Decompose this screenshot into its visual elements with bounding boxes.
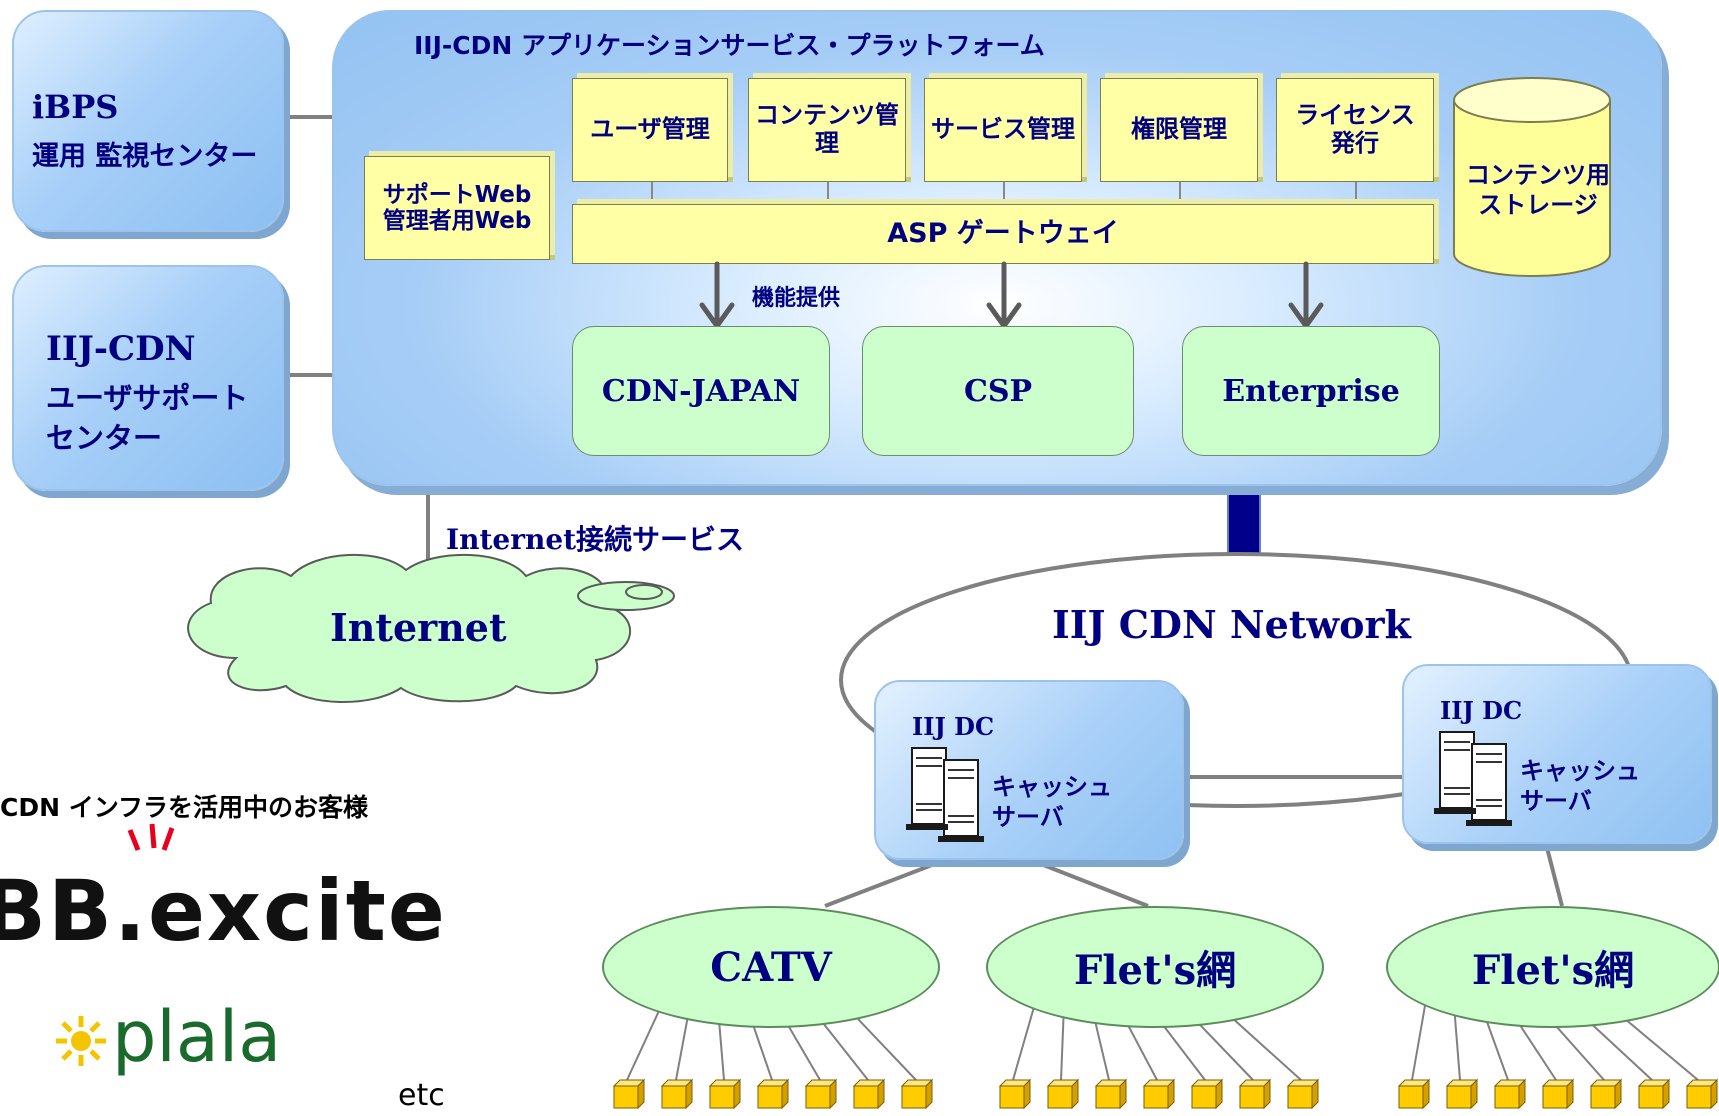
terminal-cube-icon [1190,1078,1224,1110]
support-line2: ユーザサポート [46,381,249,415]
terminal-cube-icon [1685,1078,1719,1110]
access-network-catv: CATV [602,906,940,1028]
dc-box-2: IIJ DC キャッシュ サーバ [1402,664,1712,844]
internet-label: Internet [330,605,507,650]
service-csp: CSP [862,326,1134,456]
server-icon [906,747,984,842]
support-line3: センター [46,421,163,455]
access-network-flets-1: Flet's網 [986,906,1324,1028]
ibps-subtitle: 運用 監視センター [32,141,258,172]
network-label: Flet's網 [1471,947,1635,994]
terminal-cube-icon [1142,1078,1176,1110]
storage-label: コンテンツ用 ストレージ [1466,161,1610,219]
dc-box-1: IIJ DC キャッシュ サーバ [874,680,1184,860]
terminal-cube-icon [900,1078,934,1110]
storage-cylinder [1453,77,1611,277]
module-label: ライセンス 発行 [1295,101,1415,157]
network-label: CATV [710,943,832,991]
module-label: サービス管理 [931,115,1075,144]
dc-title-1: IIJ DC [912,712,995,741]
module-permission-management: 権限管理 [1100,78,1258,182]
internet-cloud [187,554,675,703]
terminal-cube-icon [612,1078,646,1110]
support-title: IIJ-CDN [46,329,196,369]
bb-excite-wordmark: BB.excite [0,862,447,960]
support-web-box: サポートWeb 管理者用Web [364,156,550,260]
terminal-cube-icon [1238,1078,1272,1110]
network-label: Flet's網 [1073,947,1237,994]
module-license-issue: ライセンス 発行 [1276,78,1434,182]
terminal-cube-icon [1637,1078,1671,1110]
service-label: Enterprise [1222,373,1400,409]
gateway-label: ASP ゲートウェイ [887,218,1119,250]
support-web-label: サポートWeb 管理者用Web [382,181,532,234]
service-enterprise: Enterprise [1182,326,1440,456]
plala-logo: plala [50,996,310,1110]
terminal-cube-icon [998,1078,1032,1110]
cdn-network-label: IIJ CDN Network [1052,602,1411,647]
cache-server-label-2: キャッシュ サーバ [1520,757,1640,815]
plala-wordmark: plala [112,996,282,1078]
module-service-management: サービス管理 [924,78,1082,182]
asp-gateway-bar: ASP ゲートウェイ [572,204,1434,264]
service-label: CDN-JAPAN [601,373,801,409]
terminal-cube-icon [1046,1078,1080,1110]
module-label: コンテンツ管理 [755,101,899,157]
support-center-box: IIJ-CDN ユーザサポート センター [12,265,284,491]
etc-label: etc [398,1078,445,1113]
function-provide-label: 機能提供 [752,286,841,311]
module-user-management: ユーザ管理 [572,78,728,182]
internet-connection-label: Internet接続サービス [446,523,745,556]
platform-title: IIJ-CDN アプリケーションサービス・プラットフォーム [414,31,1045,60]
module-label: ユーザ管理 [590,115,710,144]
cache-server-label-1: キャッシュ サーバ [992,773,1112,831]
ibps-title: iBPS [32,88,119,126]
terminal-cube-icon [1493,1078,1527,1110]
terminal-cube-icon [1094,1078,1128,1110]
terminal-cube-icon [1589,1078,1623,1110]
terminal-cube-icon [708,1078,742,1110]
terminal-cube-icon [1445,1078,1479,1110]
bb-excite-logo: BB.excite [0,820,445,960]
module-content-management: コンテンツ管理 [748,78,906,182]
service-label: CSP [963,373,1033,409]
terminal-cube-icon [1286,1078,1320,1110]
customers-title: CDN インフラを活用中のお客様 [0,793,368,822]
server-icon [1434,731,1512,826]
terminal-cube-icon [804,1078,838,1110]
terminal-cube-icon [1541,1078,1575,1110]
terminal-cube-icon [1397,1078,1431,1110]
sun-icon [56,1016,106,1066]
service-cdn-japan: CDN-JAPAN [572,326,830,456]
terminal-cube-icon [852,1078,886,1110]
dc-title-2: IIJ DC [1440,696,1523,725]
terminal-cube-icon [660,1078,694,1110]
access-network-flets-2: Flet's網 [1386,906,1719,1028]
ibps-box: iBPS 運用 監視センター [12,10,284,232]
module-label: 権限管理 [1131,115,1227,144]
spark-icon [127,823,175,851]
terminal-cube-icon [756,1078,790,1110]
